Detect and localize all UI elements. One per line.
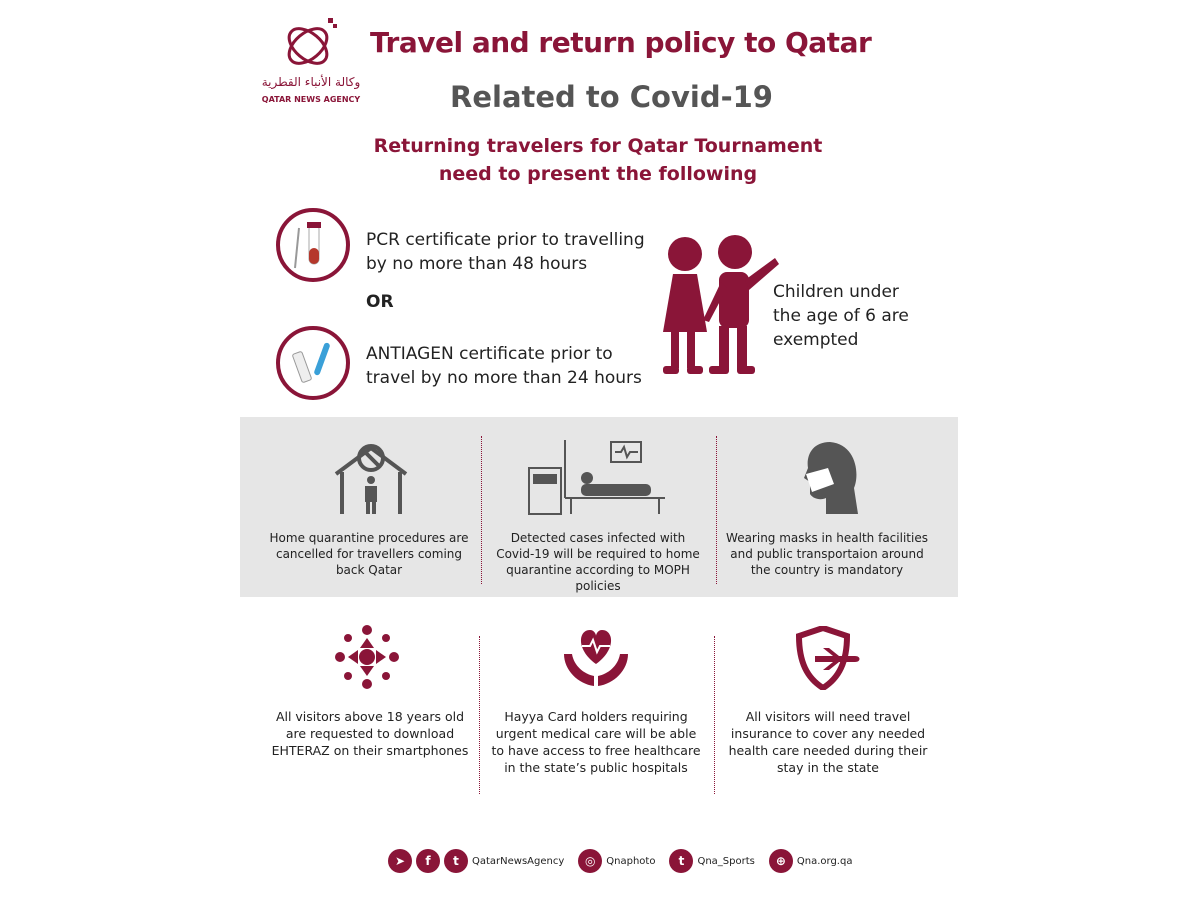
- twitter-icon[interactable]: t: [444, 849, 468, 873]
- divider: [479, 636, 480, 794]
- pcr-line: by no more than 48 hours: [366, 254, 588, 274]
- bottom-item-hayya-card: Hayya Card holders requiring urgent medi…: [491, 709, 701, 775]
- bottom-item-ehteraz: All visitors above 18 years old are requ…: [271, 709, 469, 758]
- qna-handle-link[interactable]: QatarNewsAgency: [472, 855, 565, 867]
- antigen-line: ANTIAGEN certificate prior to: [366, 344, 613, 364]
- children-line: the age of 6 are: [773, 306, 909, 326]
- divider: [714, 636, 715, 794]
- qna-logo: [270, 14, 350, 72]
- website-link[interactable]: Qna.org.qa: [796, 855, 853, 867]
- ehteraz-app-icon: [334, 624, 400, 694]
- facebook-icon[interactable]: f: [416, 849, 440, 873]
- bottom-item-insurance: All visitors will need travel insurance …: [728, 709, 928, 775]
- pcr-test-tube-icon: [276, 208, 350, 282]
- band-item-masks: Wearing masks in health facilities and p…: [726, 531, 928, 577]
- qna-sports-link[interactable]: Qna_Sports: [697, 855, 755, 867]
- band-item-detected-cases: Detected cases infected with Covid-19 wi…: [496, 531, 700, 593]
- page-title: Travel and return policy to Qatar: [370, 26, 872, 59]
- intro-line: need to present the following: [438, 163, 758, 185]
- hospital-bed-icon: [525, 438, 673, 522]
- logo-emblem-icon: [287, 18, 337, 65]
- children-line: Children under: [773, 282, 899, 302]
- travel-insurance-shield-icon: [795, 624, 861, 694]
- antigen-test-kit-icon: [276, 326, 350, 400]
- band-item-quarantine-cancelled: Home quarantine procedures are cancelled…: [269, 531, 469, 577]
- logo-arabic-text: وكالة الأنباء القطرية: [261, 75, 361, 89]
- pcr-requirement: PCR certificate prior to travelling by no…: [366, 228, 645, 276]
- intro-text: Returning travelers for Qatar Tournament…: [318, 132, 878, 188]
- page-subtitle: Related to Covid-19: [450, 80, 773, 114]
- qnaphoto-link[interactable]: Qnaphoto: [606, 855, 656, 867]
- antigen-requirement: ANTIAGEN certificate prior to travel by n…: [366, 342, 642, 390]
- children-icon: [645, 232, 785, 384]
- no-quarantine-house-icon: [332, 440, 410, 520]
- children-line: exempted: [773, 330, 859, 350]
- footer-social: ➤ f t QatarNewsAgency ◎ Qnaphoto t Qna_S…: [388, 848, 852, 874]
- instagram-icon[interactable]: ◎: [578, 849, 603, 873]
- logo-english-text: QATAR NEWS AGENCY: [261, 95, 361, 104]
- healthcare-hands-heart-icon: [560, 624, 632, 694]
- children-exemption-text: Children under the age of 6 are exempted: [773, 280, 948, 352]
- telegram-icon[interactable]: ➤: [388, 849, 412, 873]
- divider: [481, 436, 482, 584]
- divider: [716, 436, 717, 584]
- pcr-line: PCR certificate prior to travelling: [366, 230, 645, 250]
- twitter-icon[interactable]: t: [669, 849, 694, 873]
- globe-icon[interactable]: ⊕: [768, 849, 793, 873]
- intro-line: Returning travelers for Qatar Tournament: [373, 135, 823, 157]
- antigen-line: travel by no more than 24 hours: [366, 368, 642, 388]
- or-separator: OR: [366, 292, 394, 312]
- mask-wearing-icon: [800, 438, 860, 522]
